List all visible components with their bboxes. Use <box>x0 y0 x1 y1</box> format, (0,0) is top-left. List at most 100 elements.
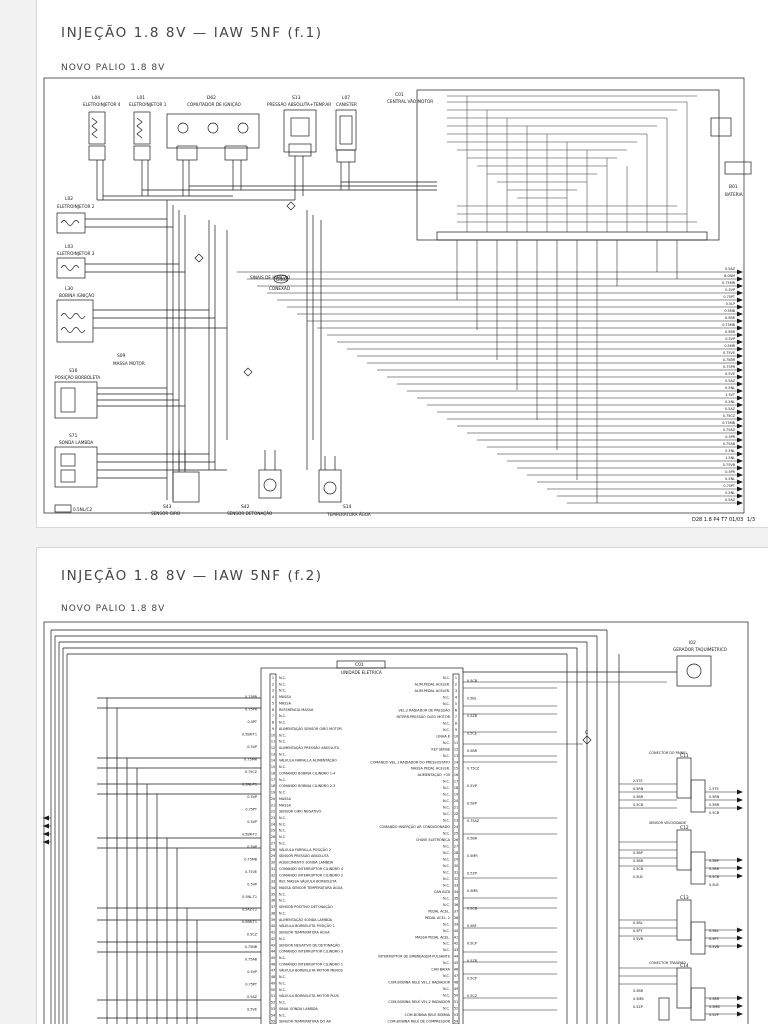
wire-label: 0.5VP <box>247 745 257 749</box>
wire-label: 0.5PT <box>633 929 643 933</box>
ecu-pin-number: 12 <box>454 747 458 751</box>
ecu-pin-label: COMANDO INTERRUPTOR CILINDRO 3 <box>279 950 343 954</box>
wire-label: 0.75VE <box>723 351 735 355</box>
ecu-pin-label: N.C. <box>443 974 450 978</box>
ecu-pin-number: 38 <box>454 916 458 920</box>
wire-label: 0.5VB <box>633 937 644 941</box>
ecu-pin-number: 30 <box>454 864 458 868</box>
wire-label: 2.5TE <box>633 779 643 783</box>
wire-label: 0.5NL <box>725 449 735 453</box>
wire-label: 0.75CZ <box>245 770 258 774</box>
ecu-pin-label: N.C. <box>443 903 450 907</box>
ecu-pin-label: N.C. <box>443 832 450 836</box>
ecu-pin-number: 3 <box>455 689 457 693</box>
wire-label: 0.5BL <box>467 697 477 701</box>
component-label: SENSOR GIRO <box>151 511 181 516</box>
ecu-pin-number: 45 <box>271 956 275 960</box>
right-harness-arrows <box>737 269 743 506</box>
component-label: PRESSÃO ABSOLUTA+TEMP.AR <box>267 102 331 107</box>
sheet-1-subtitle: NOVO PALIO 1.8 8V <box>61 63 166 73</box>
ecu-pin-number: 32 <box>271 873 275 877</box>
ecu-pin-number: 51 <box>271 994 275 998</box>
ecu-pin-label: N.C. <box>443 676 450 680</box>
ecu-pin-label: REFERÊNCIA MASSA <box>279 707 314 712</box>
wire-label: 0.75PT <box>723 295 736 299</box>
ecu-pin-number: 37 <box>271 905 275 909</box>
ecu-pin-label: CAN BAIXA <box>431 968 450 972</box>
ecu-pin-number: 29 <box>271 854 275 858</box>
ecu-pin-number: 43 <box>454 948 458 952</box>
sheet-2-wiring-diagram: C01 UNIDADE ELETRICA I02 GERADOR TAQUIME… <box>43 621 749 1024</box>
note-ignition-signals: SINAIS DE IGNIÇÃO <box>250 275 291 280</box>
ecu-pin-number: 13 <box>454 754 458 758</box>
ecu-pin-number: 44 <box>271 950 275 954</box>
component-code: D62 <box>207 95 216 101</box>
wire-label: 0.5CB <box>633 803 644 807</box>
wire-label: 0.75AZ <box>467 819 480 823</box>
wire-label: 0.5CB <box>467 679 478 683</box>
ecu-pin-label: N.C. <box>443 780 450 784</box>
ecu-pin-label: N.C. <box>279 841 286 845</box>
ecu-pin-label: MASSA <box>279 803 292 807</box>
ecu-pin-label: INTERRUPTOR DE EMBREAGEM PULSANTE <box>378 955 450 959</box>
ecu-label: UNIDADE ELETRICA <box>341 670 382 675</box>
ecu-pin-label: COMANDO INTERRUPTOR CILINDRO 2 <box>279 873 343 877</box>
ecu-pin-number: 34 <box>454 890 458 894</box>
ecu-pin-number: 46 <box>454 968 458 972</box>
battery-box <box>724 161 752 175</box>
ecu-pin-number: 49 <box>454 987 458 991</box>
wire-label: 0.5VP <box>725 288 735 292</box>
component-label: SONDA LAMBDA <box>59 440 93 445</box>
wire-label: 0.5CE <box>467 732 477 736</box>
component-label: COMUTADOR DE IGNIÇÃO <box>187 102 242 107</box>
connector-code: C11 <box>680 753 689 759</box>
ecu-pin-label: COM.BOBINA RELÉ DE COMPRESSOR <box>387 1019 450 1024</box>
ecu-pin-number: 46 <box>271 962 275 966</box>
component-code: S13 <box>292 95 301 101</box>
wire-label: 0.5MR <box>724 344 735 348</box>
ecu-pin-number: 26 <box>271 835 275 839</box>
ecu-pin-label: N.C. <box>443 786 450 790</box>
ecu-pin-number: 9 <box>455 728 457 732</box>
wire-label: 0.5VP <box>725 337 735 341</box>
ecu-pin-label: MASSA SENSOR TEMPERATURA ÁGUA <box>279 885 343 890</box>
ecu-pin-label: KEY SENSE <box>431 747 450 751</box>
ecu-pin-label: N.C. <box>279 981 286 985</box>
ecu-pin-number: 31 <box>271 867 275 871</box>
wire-label: 0.5VB <box>709 945 720 949</box>
ecu-pin-number: 47 <box>454 974 458 978</box>
ecu-pin-label: SINAL SONDA LAMBDA <box>279 1007 318 1011</box>
ecu-pin-number: 24 <box>271 822 275 826</box>
ecu-pin-label: ALIM.PEDAL ACELER. <box>415 682 450 686</box>
ecu-pin-label: N.C. <box>279 765 286 769</box>
ecu-pin-number: 54 <box>271 1013 275 1017</box>
wire-label: 0.5BR-T1 <box>242 920 257 924</box>
component-code: L30 <box>65 286 73 292</box>
ecu-pin-label: INTERR.PRESSÃO ÓLEO MOTOR <box>397 714 451 719</box>
wire-label: 2.5TE <box>709 787 719 791</box>
wire-label: 0.75BR <box>723 358 736 362</box>
ecu-pin-number: 5 <box>272 701 274 705</box>
wire-label: 0.5VP <box>247 820 257 824</box>
map-sensor-box <box>283 109 317 153</box>
wire-label: 0.5NL <box>725 491 735 495</box>
note-ground: 0.5NL/C2 <box>73 507 92 512</box>
ecu-pin-number: 9 <box>272 727 274 731</box>
ecu-pin-number: 19 <box>454 793 458 797</box>
wire-label: 0.5AZ <box>247 995 258 999</box>
component-code: S16 <box>69 368 78 374</box>
wire-label: 0.75PT <box>245 808 258 812</box>
wire-label: 0.5NL <box>725 400 735 404</box>
ecu-pin-label: N.C. <box>279 721 286 725</box>
wire-label: 0.5BR <box>725 330 736 334</box>
ecu-pin-label: COM.BOBINA RELÉ VEL.1 RADIADOR <box>388 980 450 985</box>
ecu-pin-number: 21 <box>454 806 458 810</box>
wire-label: 0.5BL <box>633 921 643 925</box>
component-label: SENSOR DETONAÇÃO <box>227 511 273 516</box>
wire-label: 0.5BP <box>709 859 719 863</box>
ecu-pin-number: 27 <box>454 845 458 849</box>
ecu-pin-label: N.C. <box>443 857 450 861</box>
component-label: BATERIA <box>725 192 743 197</box>
wire-label: 0.75CZ <box>467 767 480 771</box>
